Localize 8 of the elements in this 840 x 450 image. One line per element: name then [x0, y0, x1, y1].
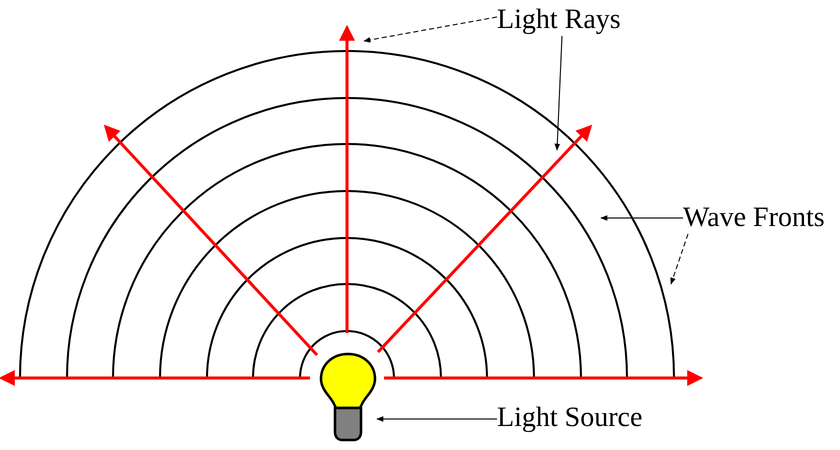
leader-line [600, 215, 684, 221]
leader-line [376, 416, 498, 422]
leader-line [363, 16, 498, 43]
callout-label: Light Source [497, 402, 642, 434]
callout-label: Wave Fronts [683, 202, 825, 234]
leader-line [670, 234, 688, 285]
leader-line [554, 36, 562, 151]
callout-label: Light Rays [497, 4, 621, 36]
